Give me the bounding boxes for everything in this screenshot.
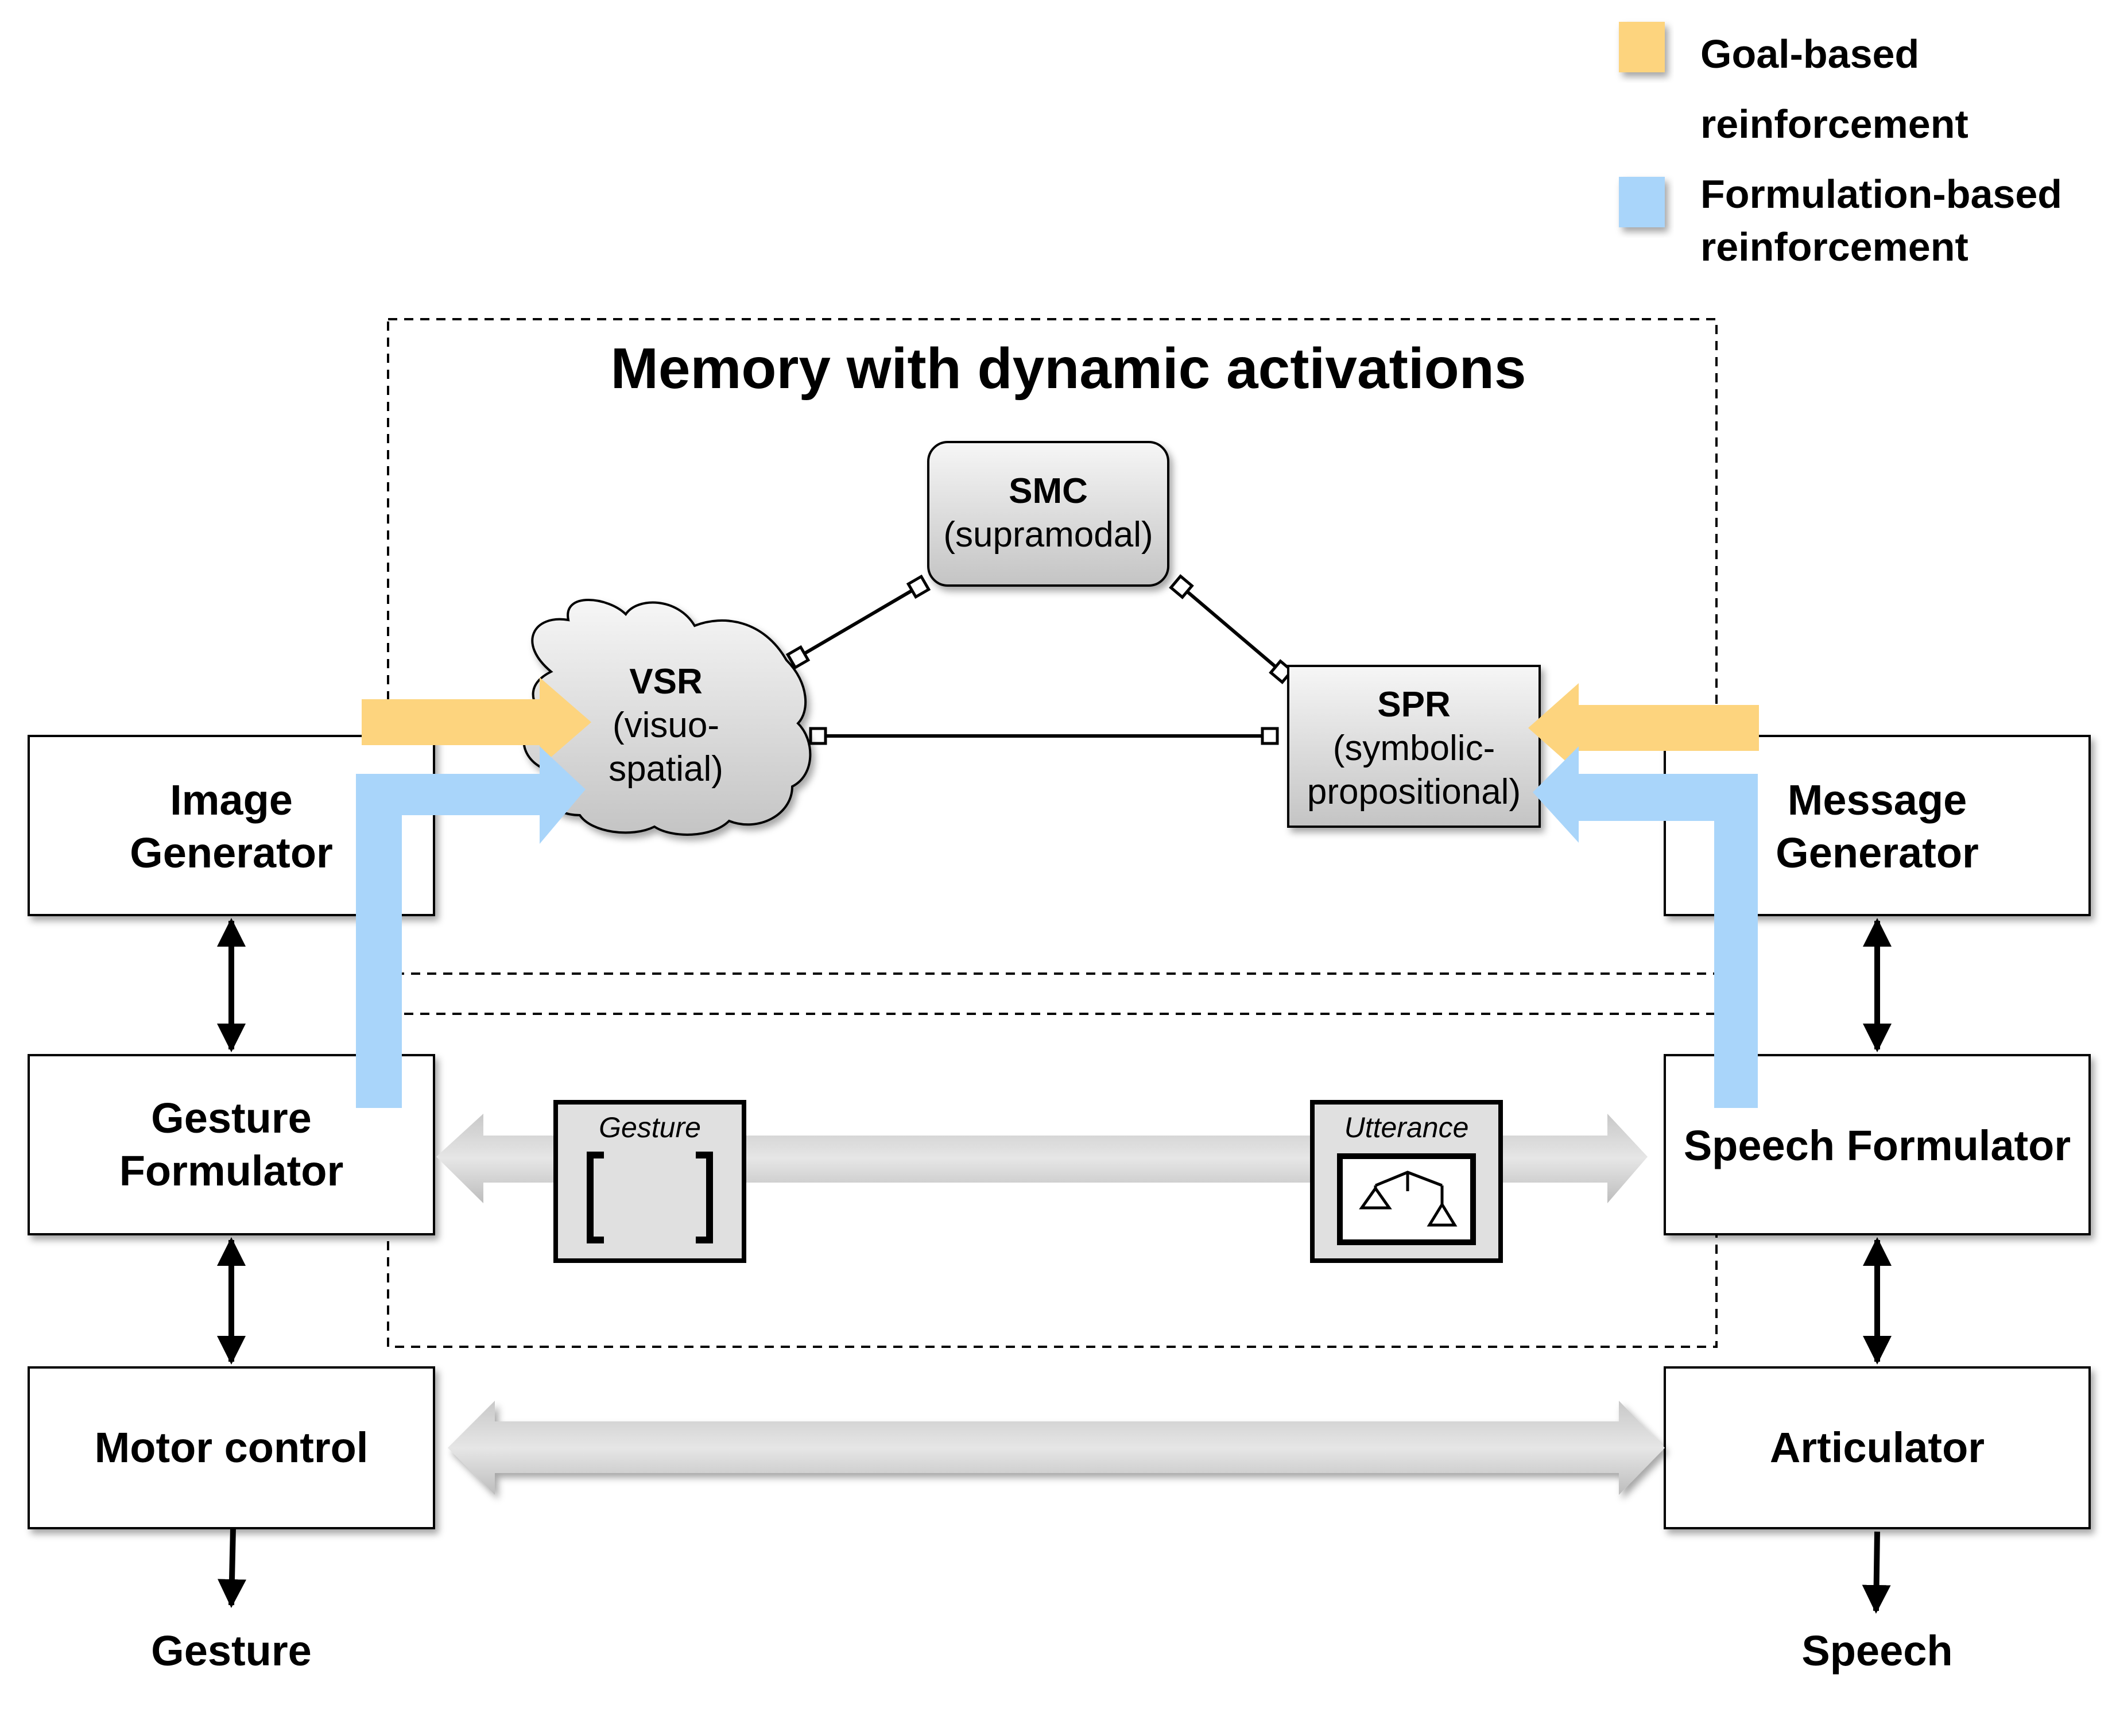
link-end-marker xyxy=(1169,574,1194,599)
link-end-marker xyxy=(1269,659,1294,684)
goal-legend-label: Goal-based reinforcement xyxy=(1700,17,1968,161)
spr-name: SPR xyxy=(1377,685,1451,724)
smc-box xyxy=(927,441,1169,587)
syntax-tree-icon xyxy=(1359,1171,1458,1227)
motor-control-label: Motor control xyxy=(94,1424,369,1471)
memory-region xyxy=(387,318,1718,975)
gesture-output-arrow xyxy=(218,1528,247,1608)
goal-legend-swatch xyxy=(1619,22,1665,72)
message-generator-label: Message Generator xyxy=(1665,774,2090,879)
image-generator-line2: Generator xyxy=(130,829,333,877)
gesture-output-label: Gesture xyxy=(151,1627,312,1675)
formulation-legend-line2: reinforcement xyxy=(1700,224,1968,269)
gesture-formulator-line2: Formulator xyxy=(119,1147,344,1195)
spr-box xyxy=(1287,665,1541,828)
link-end-marker xyxy=(1261,727,1279,745)
goal-legend-line1: Goal-based xyxy=(1700,32,1920,76)
vsr-name: VSR xyxy=(629,662,703,702)
image-generator-label: Image Generator xyxy=(29,774,434,879)
gesture-bracket-icon xyxy=(587,1152,713,1243)
formulation-legend-line1: Formulation-based xyxy=(1700,172,2063,216)
memory-title: Memory with dynamic activations xyxy=(610,336,1526,401)
spr-desc-line1: (symbolic- xyxy=(1332,728,1495,768)
vsr-smc-link xyxy=(797,585,920,659)
gesture-buffer-title: Gesture xyxy=(599,1111,701,1144)
vsr-label: VSR (visuo- spatial) xyxy=(574,660,758,791)
goal-legend-line2: reinforcement xyxy=(1700,102,1968,146)
goal-arrow-right xyxy=(1528,683,1759,773)
formulation-legend-swatch xyxy=(1619,177,1665,227)
formulation-arrow-left xyxy=(356,746,586,1108)
spr-label: SPR (symbolic- propositional) xyxy=(1282,683,1545,814)
message-generator-line2: Generator xyxy=(1776,829,1979,877)
goal-arrow-left xyxy=(362,677,591,767)
speech-formulator-label: Speech Formulator xyxy=(1683,1122,2071,1169)
spr-desc-line2: propositional) xyxy=(1307,772,1521,812)
articulator-label: Articulator xyxy=(1769,1424,1985,1471)
utterance-buffer-title: Utterance xyxy=(1344,1111,1469,1144)
gesture-formulator-line1: Gesture xyxy=(151,1094,312,1142)
image-generator-line1: Image xyxy=(170,776,293,824)
message-generator-line1: Message xyxy=(1787,776,1967,824)
formulation-legend-label: Formulation-based reinforcement xyxy=(1700,168,2062,273)
speech-output-arrow xyxy=(1862,1531,1891,1614)
link-end-marker xyxy=(809,727,827,745)
speech-output-label: Speech xyxy=(1801,1627,1953,1675)
smc-desc: (supramodal) xyxy=(943,515,1153,555)
vsr-desc-line1: (visuo- xyxy=(612,706,720,745)
utterance-tree-frame xyxy=(1337,1153,1476,1245)
smc-spr-link xyxy=(1180,585,1282,673)
articulator-box xyxy=(1664,1366,2091,1529)
link-end-marker xyxy=(906,574,931,599)
smc-label: SMC (supramodal) xyxy=(928,470,1168,557)
motor-articulator-link-arrow xyxy=(448,1401,1665,1495)
formulation-arrow-right xyxy=(1533,746,1758,1108)
link-end-marker xyxy=(785,645,811,670)
gesture-formulator-label: Gesture Formulator xyxy=(29,1092,434,1198)
motor-control-box xyxy=(28,1366,435,1529)
vsr-desc-line2: spatial) xyxy=(609,749,723,789)
smc-name: SMC xyxy=(1009,471,1088,511)
